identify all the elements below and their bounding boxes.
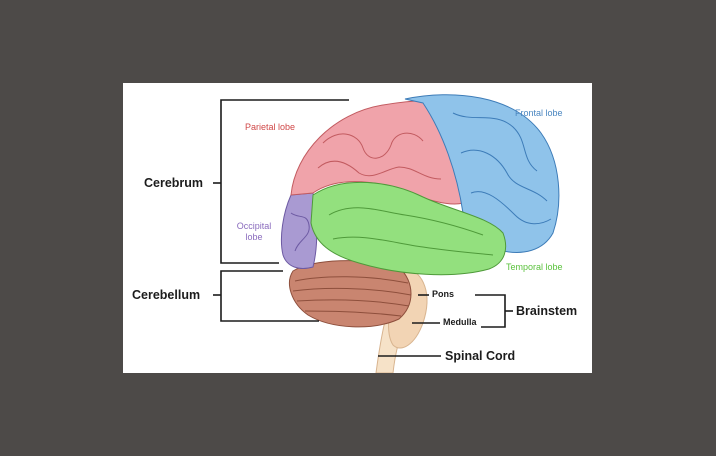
cerebellum-label: Cerebellum (132, 288, 201, 302)
gyri-lines (290, 112, 552, 256)
medulla-label: Medulla (443, 317, 477, 327)
cerebrum-label: Cerebrum (144, 176, 204, 190)
occipital-lobe-shape (280, 192, 318, 269)
spinal-cord-label: Spinal Cord (445, 349, 516, 363)
frontal-lobe-shape (404, 94, 560, 253)
frontal-lobe-text: Frontal lobe (515, 108, 563, 118)
parietal-lobe-text: Parietal lobe (245, 122, 296, 132)
occipital-lobe-text: Occipital lobe (236, 221, 272, 242)
brain-illustration (213, 94, 560, 373)
frontal-lobe-label: Frontal lobe (515, 109, 563, 118)
pons-label: Pons (432, 289, 455, 299)
temporal-lobe-text: Temporal lobe (506, 262, 563, 272)
brainstem-bracket (475, 294, 506, 328)
temporal-lobe-label: Temporal lobe (506, 263, 563, 272)
cerebellum-bracket (220, 270, 319, 322)
bracket-lines (213, 99, 513, 357)
cerebellum-folds (292, 276, 412, 317)
brainstem-label: Brainstem (516, 304, 578, 318)
cerebrum-bracket (220, 99, 349, 264)
diagram-panel: Parietal lobe Frontal lobe Occipital lob… (123, 83, 592, 373)
occipital-lobe-label: Occipital lobe (229, 221, 279, 243)
parietal-lobe-label: Parietal lobe (245, 123, 295, 132)
